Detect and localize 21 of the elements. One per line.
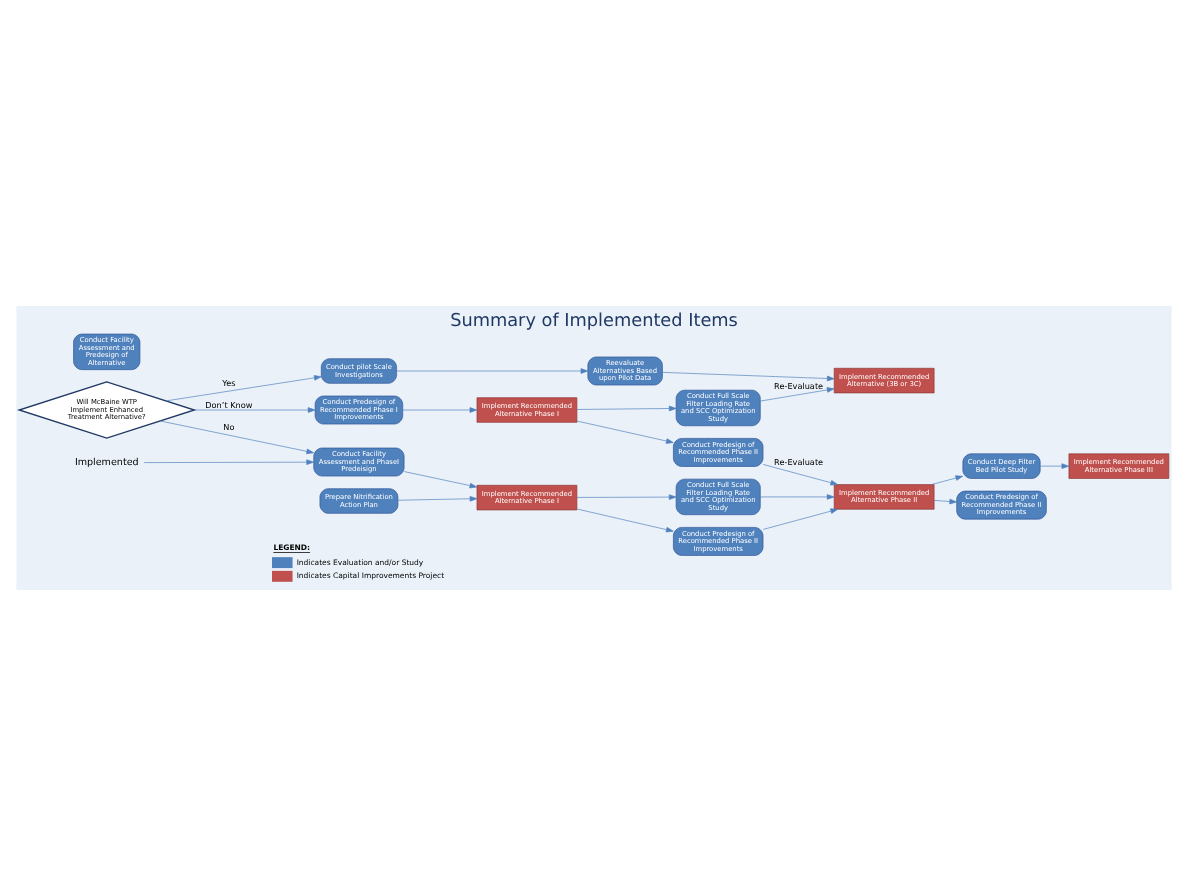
arrow [760,494,835,500]
diagram-title: Summary of Implemented Items [450,311,738,332]
arrow [576,508,674,533]
arrow [576,405,677,412]
arrow [760,387,835,402]
arrow [403,471,478,489]
arrow [402,407,478,413]
arrow [397,496,478,502]
arrow [662,372,835,382]
arrow [576,420,674,444]
arrow [165,375,322,402]
arrow [396,368,589,374]
arrow [931,475,963,485]
arrow [194,407,316,413]
arrow [762,464,838,486]
arrow [1039,463,1070,469]
arrow [934,498,957,505]
arrow [143,459,314,465]
arrow [576,494,677,500]
arrow [160,420,314,455]
arrow [762,508,838,530]
